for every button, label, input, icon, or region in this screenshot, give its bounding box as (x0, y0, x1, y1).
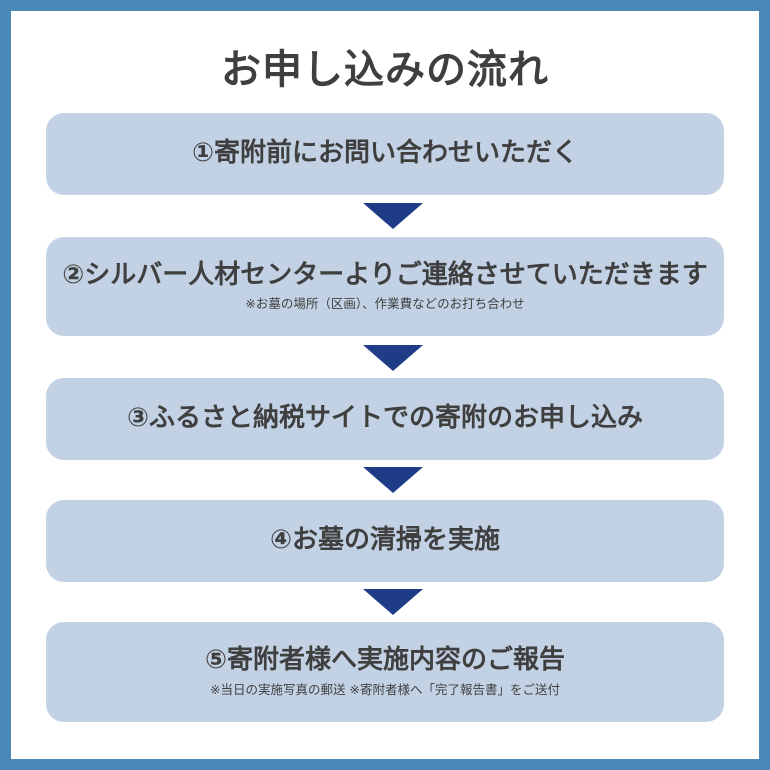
down-arrow-icon (363, 345, 423, 371)
step-3-label: ③ふるさと納税サイトでの寄附のお申し込み (126, 403, 643, 434)
down-arrow-icon (363, 203, 423, 229)
down-arrow-icon (363, 467, 423, 493)
step-5-box: ⑤寄附者様へ実施内容のご報告 ※当日の実施写真の郵送 ※寄附者様へ「完了報告書」… (46, 622, 724, 722)
down-arrow-icon (363, 589, 423, 615)
step-5-label: ⑤寄附者様へ実施内容のご報告 (204, 645, 565, 676)
step-2-box: ②シルバー人材センターよりご連絡させていただきます ※お墓の場所（区画）、作業費… (46, 237, 724, 336)
step-5-note: ※当日の実施写真の郵送 ※寄附者様へ「完了報告書」をご送付 (210, 681, 560, 697)
step-4-label: ④お墓の清掃を実施 (269, 525, 500, 556)
page-title: お申し込みの流れ (221, 47, 549, 93)
step-3-box: ③ふるさと納税サイトでの寄附のお申し込み (46, 378, 724, 460)
step-2-note: ※お墓の場所（区画）、作業費などのお打ち合わせ (245, 296, 525, 312)
step-4-box: ④お墓の清掃を実施 (46, 500, 724, 582)
step-1-box: ①寄附前にお問い合わせいただく (46, 113, 724, 195)
step-2-label: ②シルバー人材センターよりご連絡させていただきます (62, 259, 708, 290)
step-1-label: ①寄附前にお問い合わせいただく (191, 138, 578, 169)
